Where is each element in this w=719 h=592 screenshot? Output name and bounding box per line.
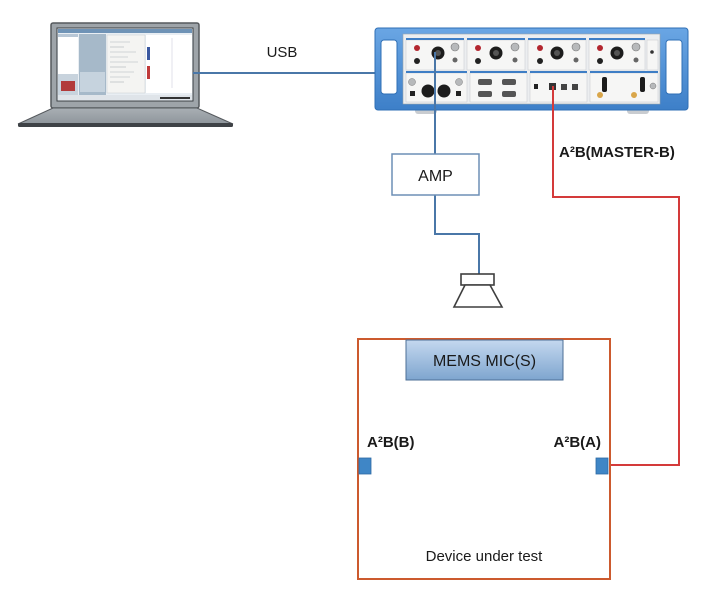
mems-mic-label: MEMS MIC(S): [433, 353, 536, 370]
amp-label: AMP: [418, 168, 453, 185]
port-a-label: A²B(A): [554, 434, 601, 451]
analog-output-connection: [434, 52, 480, 275]
audio-analyzer-icon: [374, 27, 689, 114]
port-a-connector: [595, 457, 609, 475]
port-b-label: A²B(B): [367, 434, 414, 451]
port-b-connector: [358, 457, 372, 475]
amp-box: AMP: [391, 153, 480, 196]
a2b-master-connection: [552, 86, 680, 466]
speaker-icon: [452, 273, 504, 308]
mems-mic-box: MEMS MIC(S): [405, 339, 564, 381]
laptop-icon: [17, 22, 234, 127]
a2b-master-label: A²B(MASTER-B): [559, 144, 675, 161]
dut-label: Device under test: [426, 548, 544, 565]
device-under-test: MEMS MIC(S) A²B(B) A²B(A) Device under t…: [357, 338, 611, 580]
usb-label: USB: [267, 44, 298, 61]
